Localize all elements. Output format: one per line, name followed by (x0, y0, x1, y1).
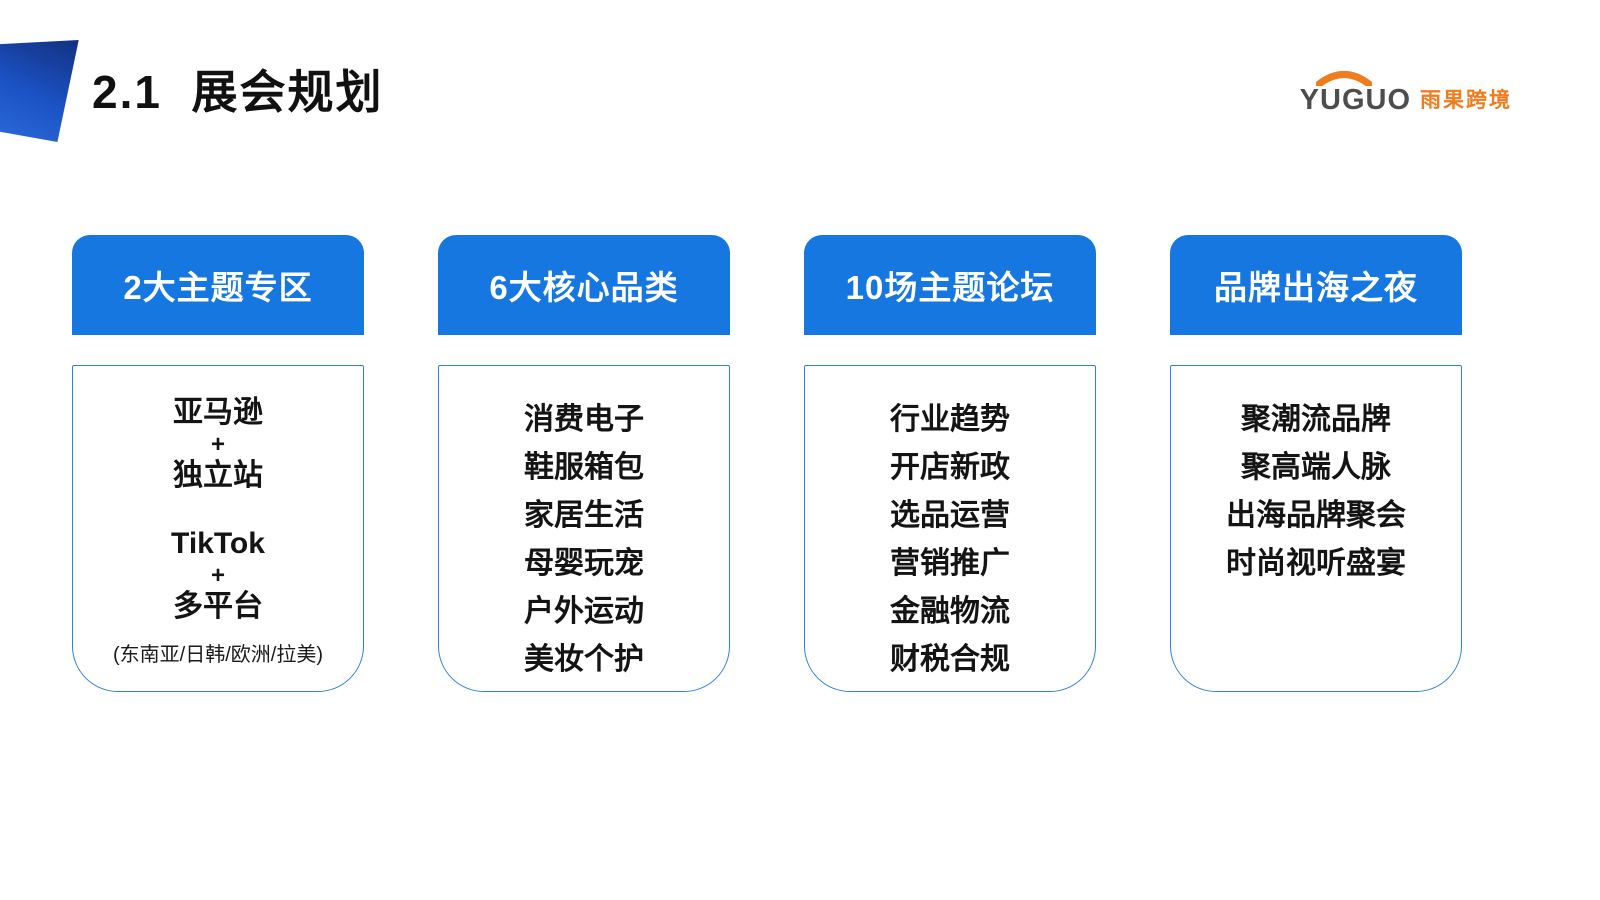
card-line: 美妆个护 (524, 643, 644, 676)
card-line: + (210, 562, 225, 590)
card-line: TikTok (171, 527, 265, 561)
logo-brand-label: YUGUO (1299, 84, 1411, 116)
card-note: (东南亚/日韩/欧洲/拉美) (113, 644, 323, 666)
card-body: 行业趋势开店新政选品运营营销推广金融物流财税合规 (804, 365, 1096, 692)
card-line: 聚潮流品牌 (1241, 403, 1391, 436)
card-line: 出海品牌聚会 (1226, 499, 1406, 532)
card-line: 鞋服箱包 (524, 451, 644, 484)
card-header: 6大核心品类 (438, 235, 730, 335)
card-line: 亚马逊 (173, 396, 263, 429)
slide-title: 2.1 展会规划 (92, 66, 384, 118)
card-line: 选品运营 (890, 499, 1010, 532)
card-2: 6大核心品类消费电子鞋服箱包家居生活母婴玩宠户外运动美妆个护 (438, 235, 730, 692)
card-line: 多平台 (173, 590, 263, 624)
card-line: 财税合规 (890, 643, 1010, 676)
logo-brand-text: YUGUO (1300, 70, 1411, 115)
card-line: 户外运动 (524, 595, 644, 628)
card-line: 独立站 (173, 458, 263, 492)
card-line: + (210, 430, 225, 458)
card-line: 金融物流 (890, 595, 1010, 628)
card-header: 品牌出海之夜 (1170, 235, 1462, 335)
card-line: 开店新政 (890, 451, 1010, 484)
card-body: 聚潮流品牌聚高端人脉出海品牌聚会时尚视听盛宴 (1170, 365, 1462, 692)
card-line: 聚高端人脉 (1241, 451, 1391, 484)
card-line: 母婴玩宠 (524, 547, 644, 580)
card-line: 时尚视听盛宴 (1226, 547, 1406, 580)
card-header: 10场主题论坛 (804, 235, 1096, 335)
card-3: 10场主题论坛行业趋势开店新政选品运营营销推广金融物流财税合规 (804, 235, 1096, 692)
card-line: 消费电子 (524, 403, 644, 436)
card-line: 营销推广 (890, 547, 1010, 580)
yuguo-logo: YUGUO 雨果跨境 (1300, 70, 1512, 115)
logo-arc-icon (1315, 71, 1372, 86)
card-line: 家居生活 (524, 499, 644, 532)
corner-banner-shape (0, 40, 79, 142)
card-header: 2大主题专区 (72, 235, 364, 335)
card-4: 品牌出海之夜聚潮流品牌聚高端人脉出海品牌聚会时尚视听盛宴 (1170, 235, 1462, 692)
logo-cn-label: 雨果跨境 (1420, 88, 1512, 112)
card-body: 消费电子鞋服箱包家居生活母婴玩宠户外运动美妆个护 (438, 365, 730, 692)
spacer (81, 493, 355, 527)
card-line: 行业趋势 (890, 403, 1010, 436)
